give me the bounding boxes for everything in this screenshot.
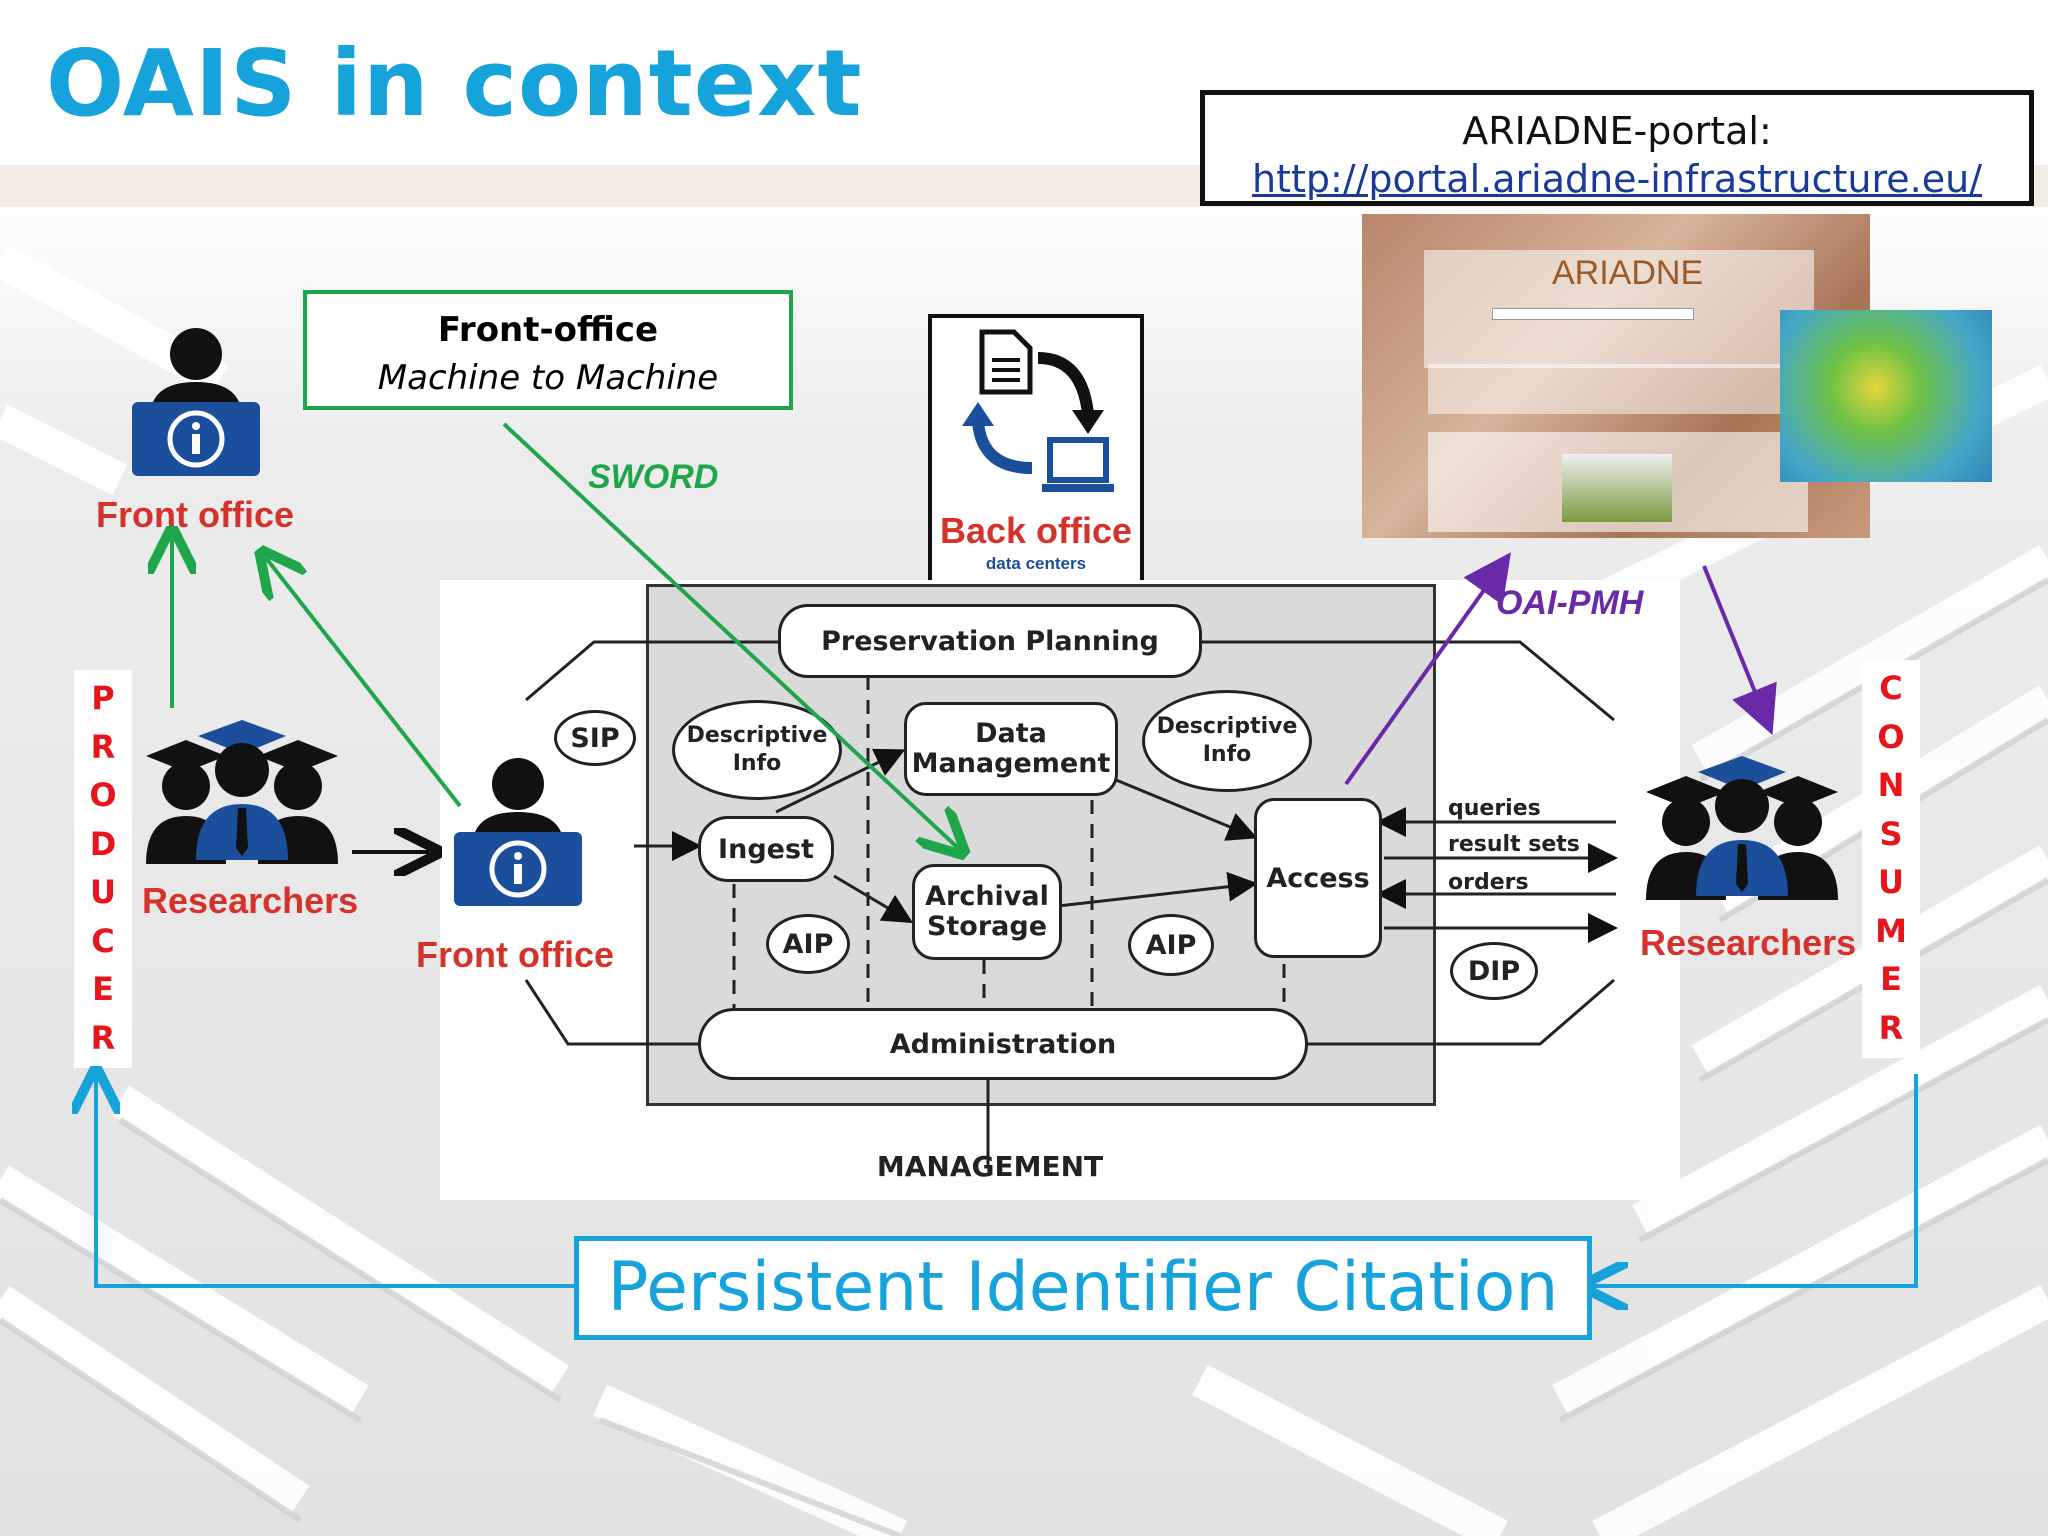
- sync-arrows-icon: [962, 329, 1114, 492]
- dip-label: DIP: [1450, 942, 1538, 1000]
- descriptive-info-left-line2: Info: [732, 751, 782, 776]
- archival-storage-line2: Storage: [926, 911, 1048, 942]
- front-office-mid-label: Front office: [416, 934, 614, 975]
- descriptive-info-right: Descriptive Info: [1142, 690, 1312, 792]
- portal-screenshot: ARIADNE: [1362, 214, 1870, 538]
- pid-citation-box: Persistent Identifier Citation: [574, 1236, 1592, 1340]
- back-office-box: Back office data centers: [928, 314, 1144, 586]
- queries-label: queries: [1448, 796, 1541, 821]
- portal-box: ARIADNE-portal: http://portal.ariadne-in…: [1200, 90, 2034, 206]
- ingest-label: Ingest: [718, 833, 814, 865]
- front-office-m2m-box: Front-office Machine to Machine: [303, 290, 793, 410]
- document-icon: [979, 329, 1033, 395]
- sword-label: SWORD: [588, 458, 719, 496]
- descriptive-info-left: Descriptive Info: [672, 700, 842, 800]
- access-label: Access: [1266, 862, 1370, 894]
- preservation-planning-box: Preservation Planning: [778, 604, 1202, 678]
- administration-label: Administration: [889, 1028, 1117, 1060]
- screenshot-chart: [1562, 454, 1672, 522]
- screenshot-search: [1492, 308, 1694, 320]
- archival-storage-line1: Archival: [925, 881, 1049, 912]
- front-office-subheading: Machine to Machine: [377, 358, 719, 398]
- sip-label: SIP: [554, 710, 636, 766]
- researchers-left-label: Researchers: [142, 880, 359, 921]
- back-office-label: Back office: [939, 510, 1133, 551]
- data-management-line1: Data: [975, 718, 1047, 749]
- descriptive-info-left-line1: Descriptive: [686, 723, 828, 748]
- access-box: Access: [1254, 798, 1382, 958]
- front-office-heading: Front-office: [437, 310, 659, 350]
- archival-storage-box: Archival Storage: [912, 864, 1062, 960]
- back-office-sublabel: data centers: [985, 554, 1087, 573]
- aip-left-label: AIP: [766, 914, 850, 974]
- portal-link[interactable]: http://portal.ariadne-infrastructure.eu/: [1252, 157, 1982, 201]
- portal-label: ARIADNE-portal:: [1462, 109, 1772, 153]
- oai-pmh-label: OAI-PMH: [1496, 584, 1644, 622]
- preservation-planning-label: Preservation Planning: [821, 625, 1159, 657]
- data-management-line2: Management: [911, 748, 1111, 779]
- result-sets-label: result sets: [1448, 832, 1580, 857]
- screenshot-welcome: [1428, 364, 1808, 414]
- descriptive-info-right-line1: Descriptive: [1156, 714, 1298, 739]
- computer-icon: [1042, 437, 1114, 492]
- europe-heatmap: [1780, 310, 1992, 482]
- ariadne-logo: ARIADNE: [1552, 254, 1704, 292]
- researchers-right-label: Researchers: [1640, 922, 1857, 963]
- administration-box: Administration: [698, 1008, 1308, 1080]
- descriptive-info-right-line2: Info: [1202, 742, 1252, 767]
- ingest-box: Ingest: [698, 816, 834, 882]
- data-management-box: Data Management: [904, 702, 1118, 796]
- orders-label: orders: [1448, 870, 1529, 895]
- aip-right-label: AIP: [1128, 914, 1214, 976]
- management-label: MANAGEMENT: [876, 1150, 1104, 1183]
- page-title: OAIS in context: [46, 30, 863, 137]
